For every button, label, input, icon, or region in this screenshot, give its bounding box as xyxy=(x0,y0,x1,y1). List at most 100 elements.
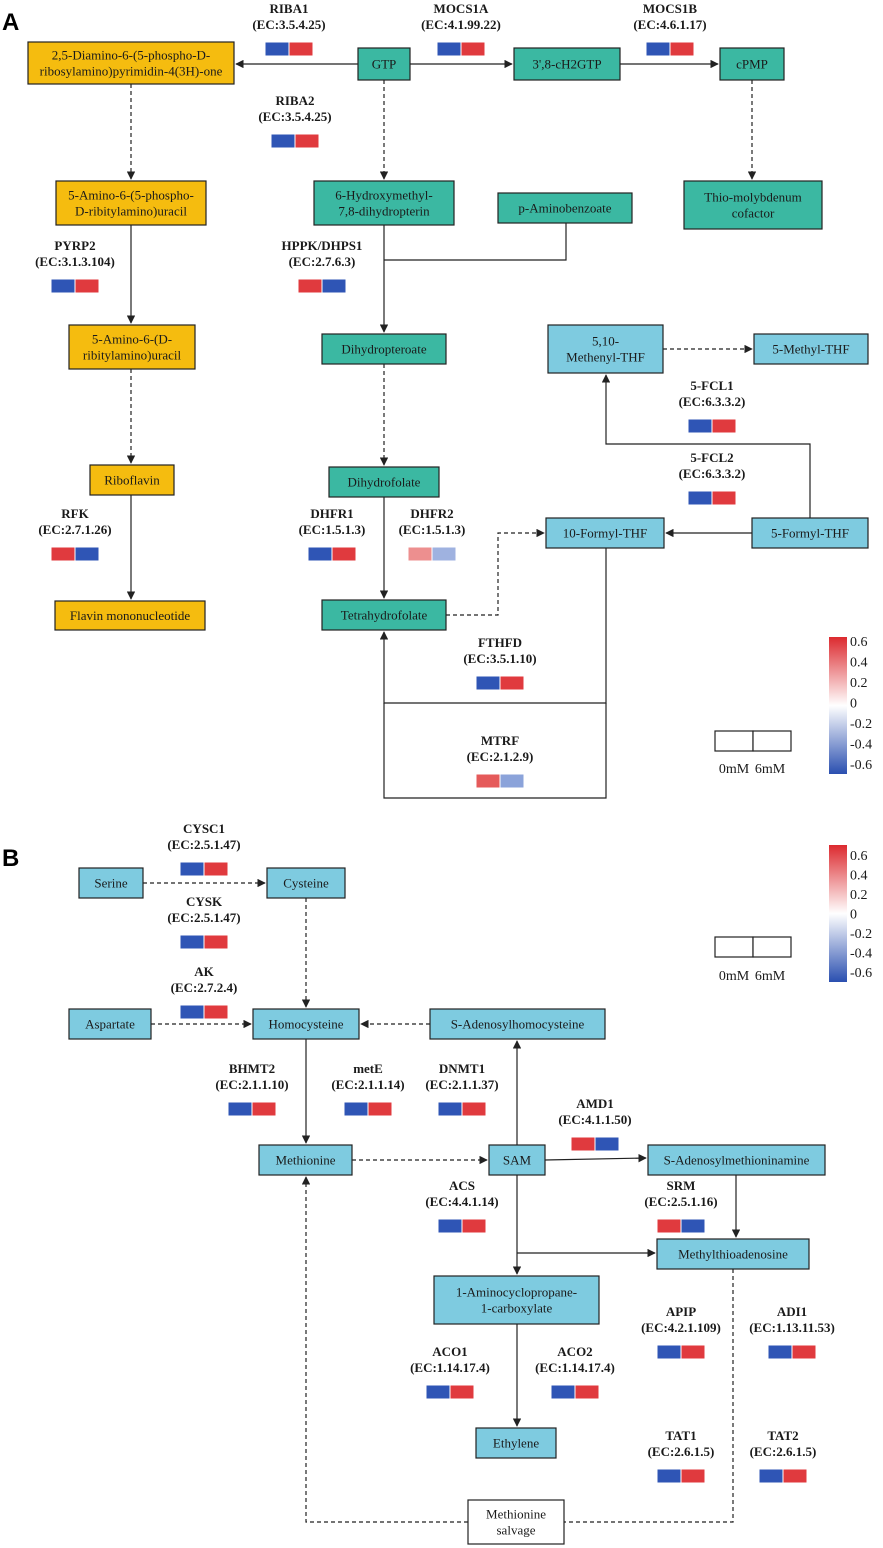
heatmap-cell-0mM xyxy=(767,1344,793,1360)
panel-label-b: B xyxy=(2,845,19,872)
enzyme-name: 5-FCL1 xyxy=(690,378,733,393)
heatmap-cell-0mM xyxy=(179,1004,205,1020)
enzyme-acs: ACS(EC:4.4.1.14) xyxy=(425,1178,499,1234)
enzyme-srm: SRM(EC:2.5.1.16) xyxy=(644,1178,718,1234)
pathway-edges xyxy=(126,59,811,1523)
enzyme-name: ACO1 xyxy=(432,1344,467,1359)
enzyme-ec: (EC:6.3.3.2) xyxy=(679,394,746,409)
node-box xyxy=(27,41,235,85)
enzyme-name: MTRF xyxy=(481,733,519,748)
color-scale-tick: -0.6 xyxy=(850,758,872,773)
node-homocys: Homocysteine xyxy=(252,1008,360,1040)
node-box xyxy=(656,1238,810,1270)
enzyme-name: CYSC1 xyxy=(183,821,225,836)
sample-box-0mM xyxy=(714,936,754,958)
enzyme-ec: (EC:4.4.1.14) xyxy=(425,1194,498,1209)
heatmap-cell-6mM xyxy=(203,1004,229,1020)
node-box xyxy=(266,867,346,899)
enzyme-annotations: RIBA1(EC:3.5.4.25)RIBA2(EC:3.5.4.25)MOCS… xyxy=(35,1,835,1484)
node-acc: 1-Aminocyclopropane-1-carboxylate xyxy=(433,1275,600,1325)
enzyme-ec: (EC:2.5.1.47) xyxy=(167,910,240,925)
enzyme-name: AK xyxy=(194,964,214,979)
enzyme-name: ACS xyxy=(449,1178,475,1193)
heatmap-cell-6mM xyxy=(680,1344,706,1360)
heatmap-cell-0mM xyxy=(179,934,205,950)
node-label: ribosylamino)pyrimidin-4(3H)-one xyxy=(40,64,223,79)
node-label: salvage xyxy=(497,1523,536,1538)
color-scale-tick: 0 xyxy=(850,908,857,923)
node-box xyxy=(647,1144,826,1176)
heatmap-cell-6mM xyxy=(294,133,320,149)
node-box xyxy=(252,1008,360,1040)
enzyme-fcl1: 5-FCL1(EC:6.3.3.2) xyxy=(679,378,746,434)
node-label: Dihydrofolate xyxy=(348,475,421,490)
heatmap-cell-6mM xyxy=(594,1136,620,1152)
enzyme-pyrp2: PYRP2(EC:3.1.3.104) xyxy=(35,238,115,294)
heatmap-cell-0mM xyxy=(425,1384,451,1400)
node-ethylene: Ethylene xyxy=(475,1427,557,1459)
enzyme-fthfd: FTHFD(EC:3.5.1.10) xyxy=(463,635,537,691)
color-scale-tick: -0.4 xyxy=(850,947,872,962)
node-label: p-Aminobenzoate xyxy=(518,201,611,216)
node-label: Thio-molybdenum xyxy=(704,190,802,205)
heatmap-cell-6mM xyxy=(203,934,229,950)
node-label: 3',8-cH2GTP xyxy=(532,57,601,72)
enzyme-ec: (EC:4.1.1.50) xyxy=(558,1112,631,1127)
node-label: 5-Formyl-THF xyxy=(771,526,849,541)
heatmap-cell-0mM xyxy=(437,1218,463,1234)
heatmap-cell-6mM xyxy=(331,546,357,562)
enzyme-ec: (EC:2.6.1.5) xyxy=(750,1444,817,1459)
node-box xyxy=(68,1008,152,1040)
panel-label-a: A xyxy=(2,9,19,36)
enzyme-dhfr1: DHFR1(EC:1.5.1.3) xyxy=(299,506,365,562)
enzyme-ec: (EC:2.7.6.3) xyxy=(289,254,356,269)
enzyme-name: MOCS1B xyxy=(643,1,698,16)
enzyme-name: RFK xyxy=(61,506,89,521)
enzyme-ak: AK(EC:2.7.2.4) xyxy=(171,964,238,1020)
node-box xyxy=(683,180,823,230)
node-label: Dihydropteroate xyxy=(341,342,426,357)
enzyme-name: ADI1 xyxy=(777,1304,807,1319)
color-scale-tick: -0.6 xyxy=(850,966,872,981)
node-label: ribitylamino)uracil xyxy=(83,348,182,363)
enzyme-dhfr2: DHFR2(EC:1.5.1.3) xyxy=(399,506,466,562)
color-scale-tick: 0.2 xyxy=(850,888,868,903)
node-label: 2,5-Diamino-6-(5-phospho-D- xyxy=(52,48,211,63)
enzyme-ec: (EC:1.5.1.3) xyxy=(399,522,466,537)
node-methenyl: 5,10-Methenyl-THF xyxy=(547,324,664,374)
node-label: D-ribitylamino)uracil xyxy=(75,204,187,219)
node-box xyxy=(313,180,455,226)
enzyme-name: HPPK/DHPS1 xyxy=(282,238,363,253)
node-cpmp: cPMP xyxy=(719,47,785,81)
edge-18 xyxy=(383,703,607,799)
node-aminoP: 5-Amino-6-(5-phospho-D-ribitylamino)urac… xyxy=(55,180,207,226)
heatmap-cell-6mM xyxy=(74,546,100,562)
heatmap-cell-6mM xyxy=(782,1468,808,1484)
heatmap-cell-0mM xyxy=(270,133,296,149)
node-methyl: 5-Methyl-THF xyxy=(753,333,869,365)
heatmap-cell-6mM xyxy=(791,1344,817,1360)
node-serine: Serine xyxy=(78,867,144,899)
color-scale-tick: 0.4 xyxy=(850,656,868,671)
enzyme-cysk: CYSK(EC:2.5.1.47) xyxy=(167,894,241,950)
node-box xyxy=(429,1008,606,1040)
node-label: cofactor xyxy=(732,206,775,221)
node-label: 5-Amino-6-(5-phospho- xyxy=(68,188,194,203)
enzyme-ec: (EC:2.1.1.37) xyxy=(425,1077,498,1092)
enzyme-name: RIBA2 xyxy=(275,93,314,108)
edge-31 xyxy=(564,1269,734,1523)
color-scale-tick: -0.4 xyxy=(850,738,872,753)
sample-box-6mM xyxy=(752,730,792,752)
enzyme-ec: (EC:4.6.1.17) xyxy=(633,17,706,32)
color-scale-tick: 0.4 xyxy=(850,869,868,884)
node-label: Ethylene xyxy=(493,1436,539,1451)
node-label: S-Adenosylhomocysteine xyxy=(451,1017,585,1032)
enzyme-name: RIBA1 xyxy=(269,1,308,16)
node-cysteine: Cysteine xyxy=(266,867,346,899)
heatmap-cell-0mM xyxy=(297,278,323,294)
node-box xyxy=(258,1144,353,1176)
heatmap-cell-0mM xyxy=(179,861,205,877)
enzyme-ec: (EC:2.7.2.4) xyxy=(171,980,238,995)
enzyme-adi1: ADI1(EC:1.13.11.53) xyxy=(749,1304,835,1360)
